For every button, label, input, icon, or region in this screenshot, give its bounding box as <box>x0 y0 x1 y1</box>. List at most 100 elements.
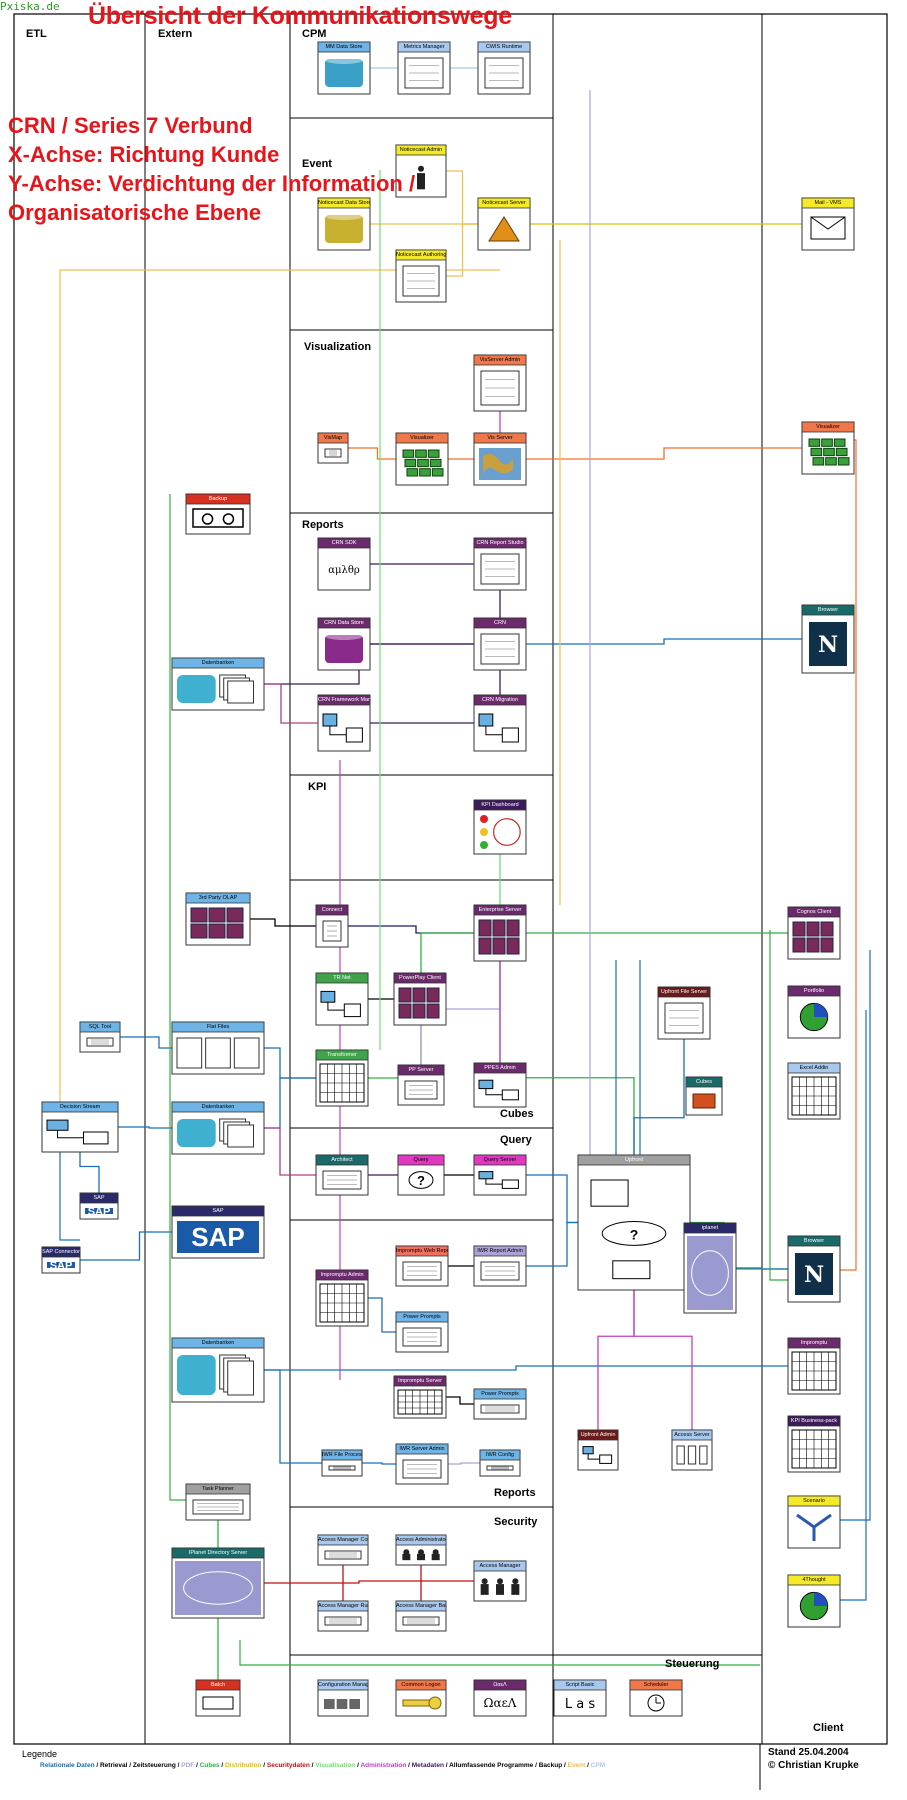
configuration-manager-node <box>317 1679 369 1717</box>
database-icon <box>325 215 363 243</box>
noticecast-datastore-node <box>317 197 371 251</box>
sql-tool-node <box>79 1021 121 1053</box>
symbol-glyph: αμλθρ <box>328 565 360 576</box>
connection-iplanet_directory-access_manager <box>218 1580 500 1584</box>
node-header <box>317 1534 369 1546</box>
impromptu-server-node <box>393 1375 447 1419</box>
diagram-frame <box>13 13 888 1790</box>
legend-separator: / <box>309 1762 316 1769</box>
node-header <box>395 1679 447 1691</box>
script-basic-node: L a s <box>553 1679 607 1717</box>
netscape-glyph: N <box>804 1262 824 1288</box>
access-manager-runtime-node <box>317 1600 369 1632</box>
orbit <box>183 1571 253 1605</box>
backup-ext-node <box>195 1679 241 1717</box>
query-icon <box>408 1171 434 1189</box>
person-icon-body <box>417 1553 425 1561</box>
diagram-icon <box>478 713 494 727</box>
legend-item: PDF <box>181 1762 195 1769</box>
tape-icon <box>192 508 244 528</box>
database-icon <box>325 635 363 663</box>
node-header <box>317 1600 369 1612</box>
query-node-node: ? <box>397 1154 445 1196</box>
diagram-icon <box>478 1171 494 1180</box>
visualizer-client-label: Visualizer <box>816 424 840 430</box>
legend-item: Relationale Daten <box>40 1762 95 1769</box>
node-header <box>787 1235 841 1247</box>
cube-icon <box>426 987 440 1003</box>
node-header <box>315 904 349 916</box>
portfolio-node <box>787 985 841 1039</box>
iwr-server-admin-node <box>395 1443 449 1485</box>
box-icon <box>692 1093 716 1109</box>
person-icon-head <box>432 1549 439 1556</box>
upfront-admin-node <box>577 1429 619 1471</box>
browser-top-label: Browser <box>817 607 839 613</box>
node-header <box>397 1154 445 1166</box>
node-header <box>473 1388 527 1400</box>
upfront-file-server-label: Upfront File Server <box>660 989 708 995</box>
person-icon-body <box>496 1584 504 1595</box>
architect-label: Architect <box>331 1157 353 1163</box>
cube-icon <box>412 1003 426 1019</box>
pp-server-label: PP Server <box>408 1067 434 1073</box>
task-planner-label: Task Planner <box>202 1486 234 1492</box>
cube-icon <box>823 447 835 457</box>
routing-line <box>239 1640 760 1666</box>
access-manager-console-node <box>317 1534 369 1566</box>
datenbanken-1-label: Datenbanken <box>201 660 235 666</box>
legend-separator: / <box>194 1762 200 1769</box>
legend-item: Retrieval <box>99 1762 128 1769</box>
section-cubes: Cubes <box>500 1108 534 1120</box>
node-header <box>171 1337 265 1349</box>
sap-logo-text: SAP <box>88 1206 111 1218</box>
sap-logo-text: SAP <box>191 1222 244 1252</box>
iwr-server-admin-label: IWR Server Admin <box>399 1446 445 1452</box>
node-header <box>473 1679 527 1691</box>
browser-top-node: N <box>801 604 855 674</box>
iplanet-label: iplanet <box>701 1225 719 1231</box>
cognos-symbols-node: ΩαεΛ <box>473 1679 527 1717</box>
tr-net-node <box>315 972 369 1026</box>
impromptu-admin-node <box>315 1269 369 1327</box>
enterprise-server-label: Enterprise Server <box>478 907 522 913</box>
power-prompts-node <box>395 1311 449 1353</box>
upfront-computer <box>612 1260 651 1280</box>
legend-item: Metadaten <box>411 1762 444 1769</box>
cubes-node-node <box>685 1076 723 1116</box>
cube-icon <box>492 919 506 937</box>
etl-tape-label: Backup <box>208 496 228 502</box>
legend-item: Administration <box>360 1762 407 1769</box>
diagram-icon <box>478 1079 494 1090</box>
cube-icon <box>825 457 837 466</box>
scheduler-node <box>629 1679 683 1717</box>
database-icon <box>177 1119 216 1147</box>
impromptu-web-reports-label: Impromptu Web Reports <box>396 1248 448 1254</box>
document-icon <box>227 1360 255 1396</box>
iwr-config-node <box>479 1449 521 1477</box>
script-glyph: L a s <box>565 1697 595 1712</box>
node-header <box>317 537 371 549</box>
section-kpi: KPI <box>308 781 327 793</box>
node-header <box>395 1443 449 1455</box>
iwr-file-processor-node <box>321 1449 363 1477</box>
mm-data-store-node <box>317 41 371 95</box>
metrics-manager-node <box>397 41 451 95</box>
crn-migration-node <box>473 694 527 752</box>
vis-server-admin-label: VisServer Admin <box>479 357 521 363</box>
node-header <box>473 1560 527 1572</box>
person-icon-head <box>497 1578 503 1585</box>
crn-report-studio-node <box>473 537 527 591</box>
routing-line <box>59 269 500 1102</box>
section-visualization: Visualization <box>304 341 372 353</box>
node-header <box>195 1679 241 1691</box>
browser-bottom-label: Browser <box>803 1238 825 1244</box>
node-header <box>79 1192 119 1204</box>
access-manager-node <box>473 1560 527 1602</box>
etl-tape-node <box>185 493 251 535</box>
impromptu-admin-label: Impromptu Admin <box>320 1272 364 1278</box>
vis-server-node <box>473 432 527 486</box>
cube-icon <box>837 457 850 466</box>
noticecast-authoring-node <box>395 249 447 303</box>
kpi-business-pack-label: KPI Business-pack <box>790 1418 838 1424</box>
